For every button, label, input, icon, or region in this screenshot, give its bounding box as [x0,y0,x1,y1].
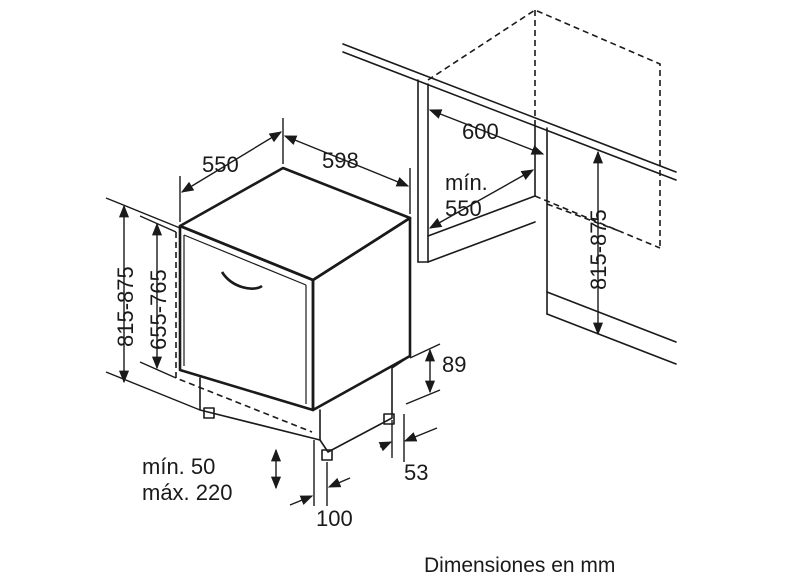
label-depth: 550 [202,152,239,177]
foot-back-right [383,413,395,425]
label-niche-depth-line1: mín. [445,170,488,195]
installation-niche [342,9,677,365]
units-caption: Dimensiones en mm [424,554,615,577]
label-niche-depth-line2: 550 [445,196,482,221]
label-body-height: 655-765 [146,269,171,350]
dishwasher-body [175,166,412,461]
label-width: 598 [322,148,359,173]
dimension-niche-width: 600 [428,109,545,155]
dimension-plinth-height: 89 [405,343,466,405]
dimension-width: 598 [283,135,411,214]
label-niche-width: 600 [462,119,499,144]
dimension-total-height: 815-875 [105,197,201,411]
label-total-height: 815-875 [113,266,138,347]
label-feet-line2: máx. 220 [142,480,233,505]
foot-front-right [321,449,333,461]
dimension-feet-height: mín. 50 máx. 220 [142,448,282,505]
dimension-body-height: 655-765 [139,215,177,379]
label-plinth-depth: 53 [404,460,428,485]
label-feet-offset: 100 [316,506,353,531]
door-handle-icon [220,271,263,290]
label-feet-line1: mín. 50 [142,454,215,479]
dimension-niche-height: 815-875 [586,150,611,336]
dimension-niche-depth: mín. 550 [428,169,535,229]
dimension-plinth-depth: 53 [378,414,438,485]
label-plinth-height: 89 [442,352,466,377]
foot-front-left [203,407,215,419]
dimension-feet-offset: 100 [289,440,353,531]
label-niche-height: 815-875 [586,209,611,290]
dimension-depth: 550 [179,118,284,222]
